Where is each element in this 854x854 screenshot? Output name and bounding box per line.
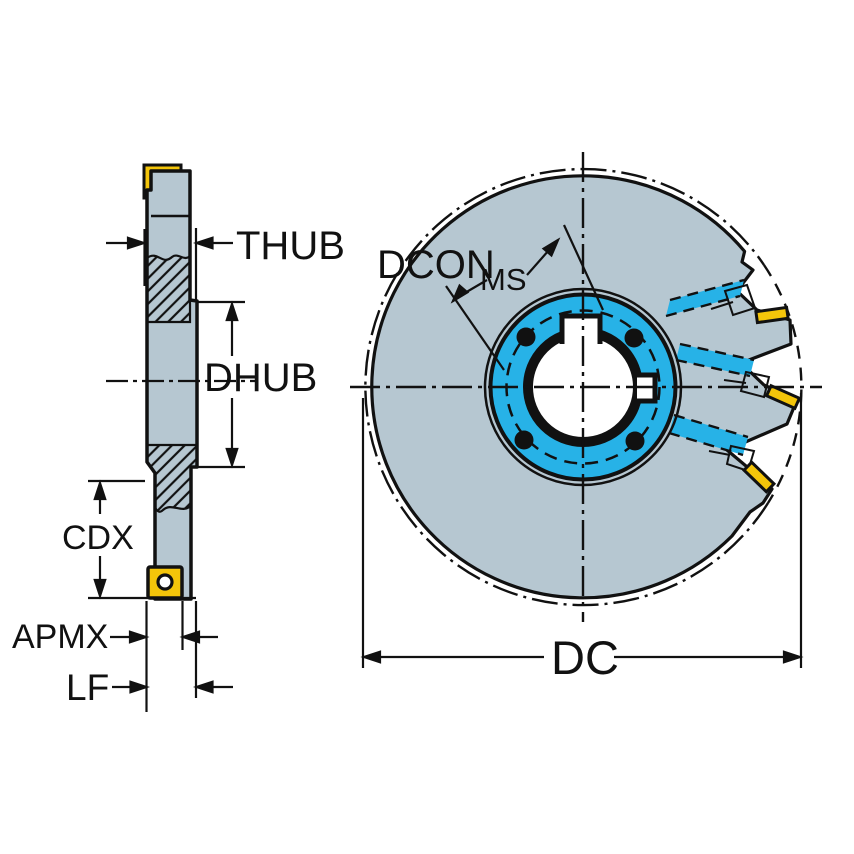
coolant-channel-3 [669,415,748,455]
insert-screw-hole [156,573,174,591]
label-dc: DC [551,631,619,684]
drive-hole [624,328,644,348]
side-hatch-lower [145,443,199,513]
front-dimensions [361,224,803,668]
drive-hole [516,327,536,347]
label-lf: LF [66,667,109,708]
label-dcon-subscript: MS [480,262,527,297]
label-dcon: DCON [377,243,495,287]
side-hatch-upper [145,253,192,324]
dim-dc [361,393,803,668]
side-dimensions [88,228,245,712]
side-view [106,163,256,601]
dc-circle-dashed [763,264,803,504]
labels: THUB DHUB CDX APMX LF DCON MS DC [12,224,619,708]
side-body [145,169,199,601]
keyway-notch [559,313,603,344]
dc-circle-dashdot [364,167,770,607]
front-insert-3 [741,460,777,494]
coolant-channel-1 [666,280,744,316]
label-cdx: CDX [62,519,134,557]
drive-hole [625,431,645,451]
coolant-channel-2 [676,344,754,376]
dim-thub [106,228,233,300]
dim-cdx [88,479,196,600]
drive-holes [514,327,645,451]
dim-dcon [445,224,604,371]
label-dhub: DHUB [204,356,317,400]
label-thub: THUB [236,224,345,268]
front-insert-2 [764,383,802,411]
drive-hole [514,430,534,450]
dim-dhub [197,300,245,469]
dim-apmx-lf [110,601,233,712]
front-insert-1 [754,305,790,325]
label-apmx: APMX [12,618,108,656]
front-inserts [741,305,802,494]
front-view [350,152,822,622]
